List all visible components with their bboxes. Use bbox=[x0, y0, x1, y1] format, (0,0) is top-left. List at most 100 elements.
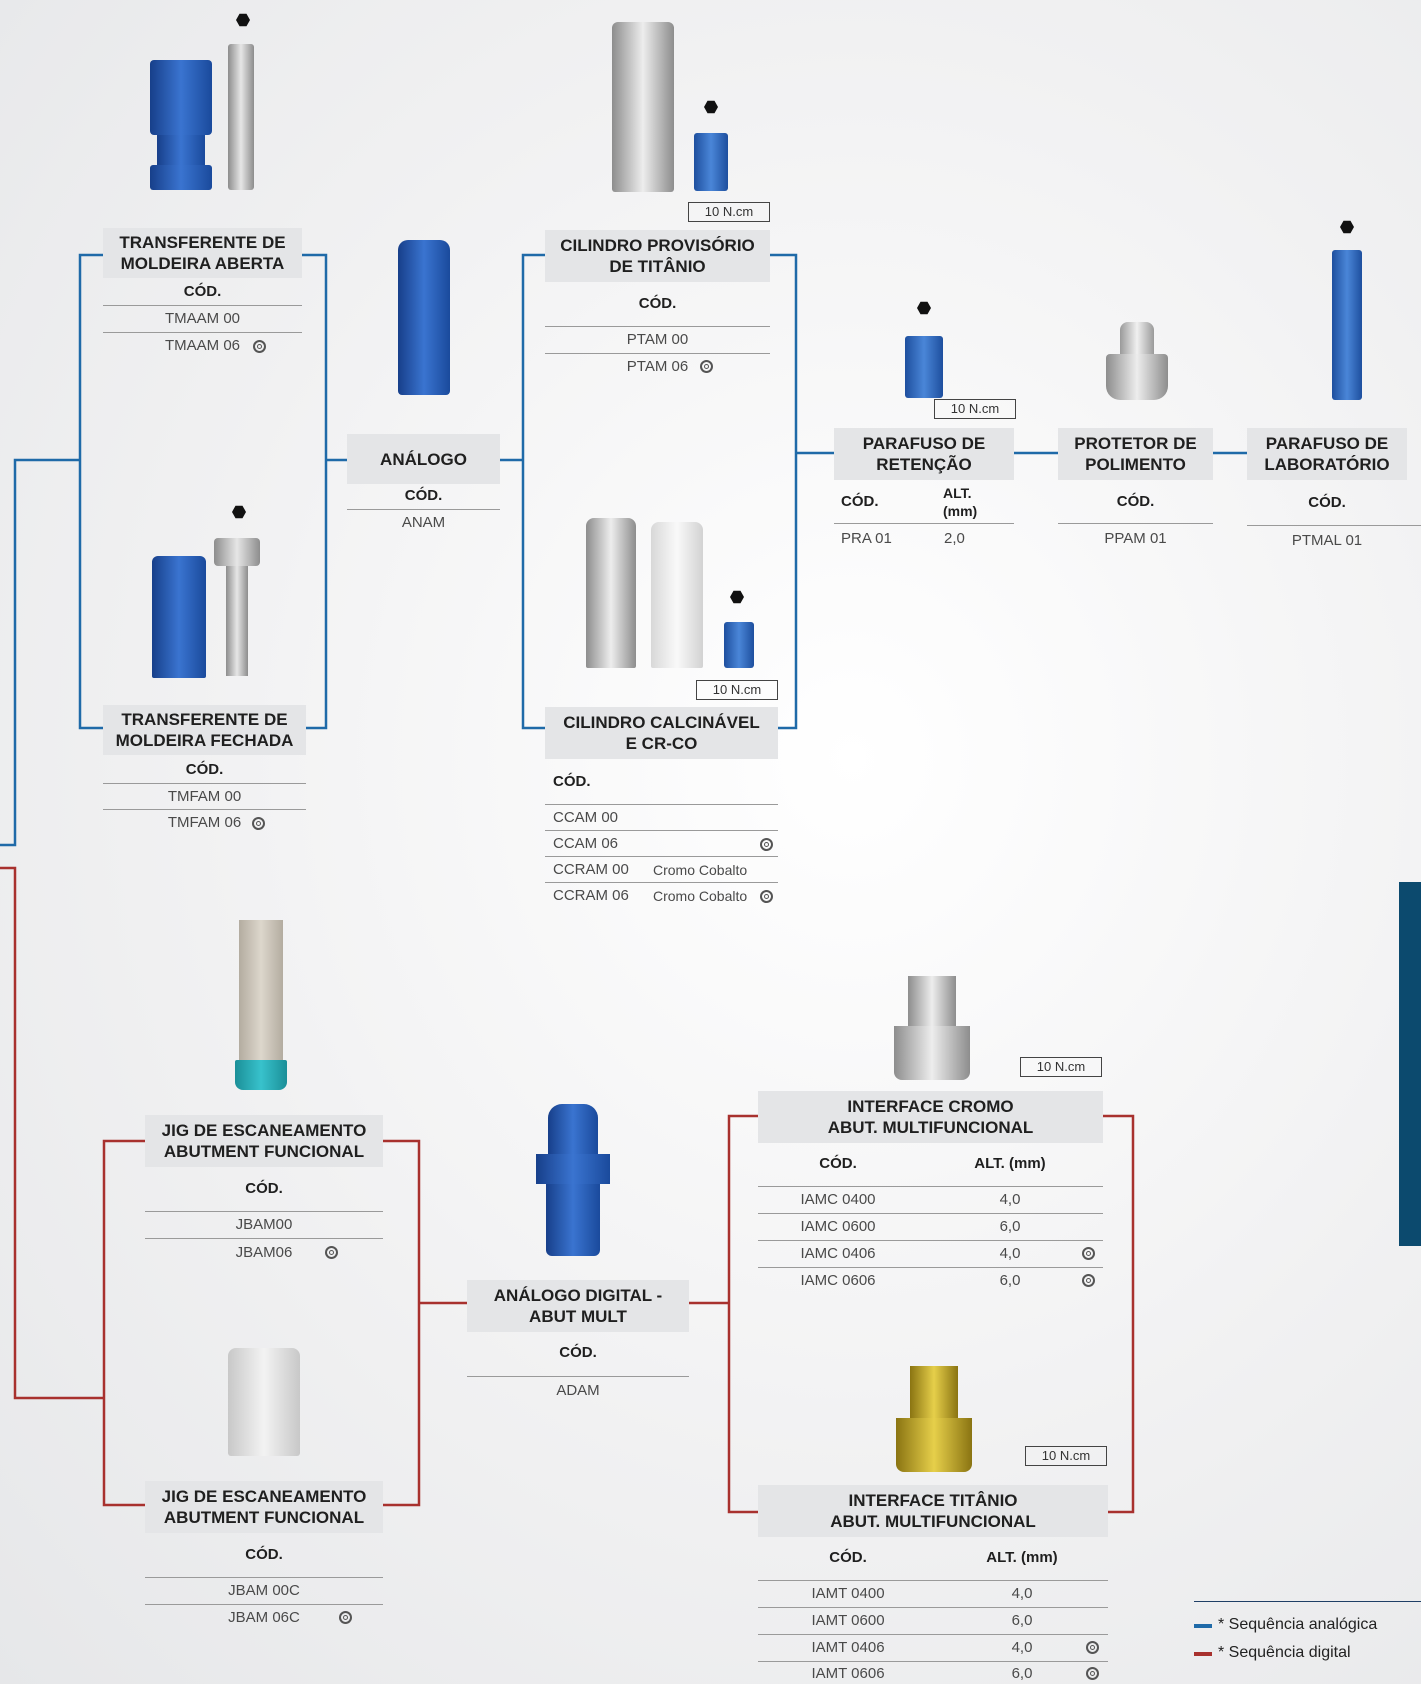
cod-header: CÓD. bbox=[1116, 493, 1155, 510]
note-cell: Cromo Cobalto bbox=[653, 862, 748, 878]
alt-cell: 6,0 bbox=[999, 1218, 1021, 1235]
hex-key-icon bbox=[730, 590, 744, 604]
hex-connection-icon bbox=[1082, 1247, 1095, 1260]
torque-badge: 10 N.cm bbox=[1020, 1057, 1102, 1077]
hex-key-icon bbox=[917, 301, 931, 315]
screw-image bbox=[694, 133, 728, 191]
cod-header: CÓD. bbox=[553, 773, 591, 790]
cilindro-calcinavel-plastic-image bbox=[651, 522, 703, 668]
alt-header: ALT. (mm) bbox=[943, 484, 977, 520]
cod-header: CÓD. bbox=[1308, 494, 1346, 511]
cod-header: CÓD. bbox=[185, 761, 224, 778]
code-cell: TMAAM 06 bbox=[164, 337, 240, 354]
transferente-aberta-image bbox=[145, 40, 265, 190]
side-tab bbox=[1399, 882, 1421, 1246]
cilindro-provisorio-image bbox=[612, 22, 674, 192]
cod-header: CÓD. bbox=[638, 295, 677, 312]
cod-header: CÓD. bbox=[183, 283, 222, 300]
legend-divider bbox=[1194, 1601, 1421, 1602]
code-cell: CCAM 06 bbox=[553, 835, 619, 852]
alt-label: ALT. bbox=[943, 485, 972, 501]
alt-header: ALT. (mm) bbox=[974, 1155, 1046, 1172]
cod-header: CÓD. bbox=[559, 1344, 597, 1361]
hex-connection-icon bbox=[339, 1611, 352, 1624]
cod-header: CÓD. bbox=[829, 1549, 867, 1566]
code-cell: JBAM 00C bbox=[228, 1582, 300, 1599]
parafuso-retencao-title: PARAFUSO DE RETENÇÃO bbox=[834, 428, 1014, 480]
jig-1-image bbox=[235, 920, 287, 1090]
hex-connection-icon bbox=[760, 838, 773, 851]
cod-header: CÓD. bbox=[819, 1155, 857, 1172]
hex-connection-icon bbox=[252, 817, 265, 830]
code-cell: IAMT 0600 bbox=[811, 1612, 885, 1629]
analog-sequence-lines bbox=[0, 253, 1247, 847]
jig-2-image bbox=[228, 1348, 300, 1456]
note-cell: Cromo Cobalto bbox=[653, 888, 748, 904]
interface-cromo-image bbox=[894, 976, 970, 1080]
code-cell: CCRAM 06 bbox=[553, 887, 629, 904]
hex-key-icon bbox=[704, 100, 718, 114]
legend-analog-swatch bbox=[1194, 1624, 1212, 1628]
interface-titanio-image bbox=[896, 1366, 972, 1472]
code-cell: PTAM 00 bbox=[626, 331, 689, 348]
code-cell: PRA 01 bbox=[841, 530, 892, 547]
unit-label: (mm) bbox=[943, 503, 978, 519]
transferente-fechada-title: TRANSFERENTE DE MOLDEIRA FECHADA bbox=[103, 705, 306, 755]
code-cell: IAMT 0400 bbox=[811, 1585, 885, 1602]
code-cell: TMFAM 06 bbox=[167, 814, 242, 831]
alt-cell: 6,0 bbox=[1011, 1612, 1033, 1629]
transferente-aberta-title: TRANSFERENTE DE MOLDEIRA ABERTA bbox=[103, 228, 302, 278]
torque-badge: 10 N.cm bbox=[934, 399, 1016, 419]
code-cell: ADAM bbox=[556, 1382, 600, 1399]
analogo-title: ANÁLOGO bbox=[347, 434, 500, 484]
code-cell: IAMC 0600 bbox=[800, 1218, 876, 1235]
code-cell: ANAM bbox=[401, 514, 446, 531]
hex-connection-icon bbox=[325, 1246, 338, 1259]
cod-header: CÓD. bbox=[245, 1180, 283, 1197]
code-cell: IAMT 0406 bbox=[811, 1639, 885, 1656]
jig-2-title: JIG DE ESCANEAMENTO ABUTMENT FUNCIONAL bbox=[145, 1481, 383, 1533]
analogo-digital-title: ANÁLOGO DIGITAL - ABUT MULT bbox=[467, 1280, 689, 1332]
code-cell: JBAM00 bbox=[235, 1216, 293, 1233]
interface-titanio-title: INTERFACE TITÂNIO ABUT. MULTIFUNCIONAL bbox=[758, 1485, 1108, 1537]
cilindro-calcinavel-image bbox=[586, 518, 636, 668]
protetor-polimento-title: PROTETOR DE POLIMENTO bbox=[1058, 428, 1213, 480]
digital-sequence-lines bbox=[0, 866, 1135, 1514]
code-cell: IAMC 0400 bbox=[800, 1191, 876, 1208]
code-cell: IAMC 0606 bbox=[800, 1272, 876, 1289]
alt-cell: 2,0 bbox=[944, 530, 965, 547]
code-cell: PTAM 06 bbox=[626, 358, 689, 375]
hex-key-icon bbox=[232, 505, 246, 519]
torque-badge: 10 N.cm bbox=[1025, 1446, 1107, 1466]
legend-analog-label: * Sequência analógica bbox=[1218, 1616, 1378, 1633]
cod-header: CÓD. bbox=[245, 1546, 283, 1563]
legend-digital-swatch bbox=[1194, 1652, 1212, 1656]
code-cell: IAMT 0606 bbox=[811, 1665, 885, 1682]
transferente-fechada-image bbox=[150, 530, 270, 680]
parafuso-laboratorio-title: PARAFUSO DE LABORATÓRIO bbox=[1247, 428, 1407, 480]
cilindro-calcinavel-title: CILINDRO CALCINÁVEL E CR-CO bbox=[545, 707, 778, 759]
torque-badge: 10 N.cm bbox=[696, 680, 778, 700]
code-cell: CCRAM 00 bbox=[553, 861, 629, 878]
code-cell: IAMC 0406 bbox=[800, 1245, 876, 1262]
hex-connection-icon bbox=[760, 890, 773, 903]
protetor-polimento-image bbox=[1106, 322, 1168, 400]
parafuso-laboratorio-image bbox=[1332, 250, 1362, 400]
parafuso-retencao-image bbox=[905, 336, 943, 398]
alt-cell: 4,0 bbox=[999, 1191, 1021, 1208]
alt-cell: 4,0 bbox=[1011, 1585, 1033, 1602]
hex-connection-icon bbox=[1086, 1641, 1099, 1654]
alt-cell: 6,0 bbox=[1011, 1665, 1033, 1682]
alt-header: ALT. (mm) bbox=[986, 1549, 1058, 1566]
hex-connection-icon bbox=[700, 360, 713, 373]
code-cell: JBAM 06C bbox=[228, 1609, 300, 1626]
code-cell: JBAM06 bbox=[235, 1244, 293, 1261]
hex-connection-icon bbox=[253, 340, 266, 353]
alt-cell: 6,0 bbox=[999, 1272, 1021, 1289]
cilindro-provisorio-title: CILINDRO PROVISÓRIO DE TITÂNIO bbox=[545, 230, 770, 282]
interface-cromo-title: INTERFACE CROMO ABUT. MULTIFUNCIONAL bbox=[758, 1091, 1103, 1143]
alt-cell: 4,0 bbox=[1011, 1639, 1033, 1656]
jig-1-title: JIG DE ESCANEAMENTO ABUTMENT FUNCIONAL bbox=[145, 1115, 383, 1167]
hex-connection-icon bbox=[1086, 1667, 1099, 1680]
